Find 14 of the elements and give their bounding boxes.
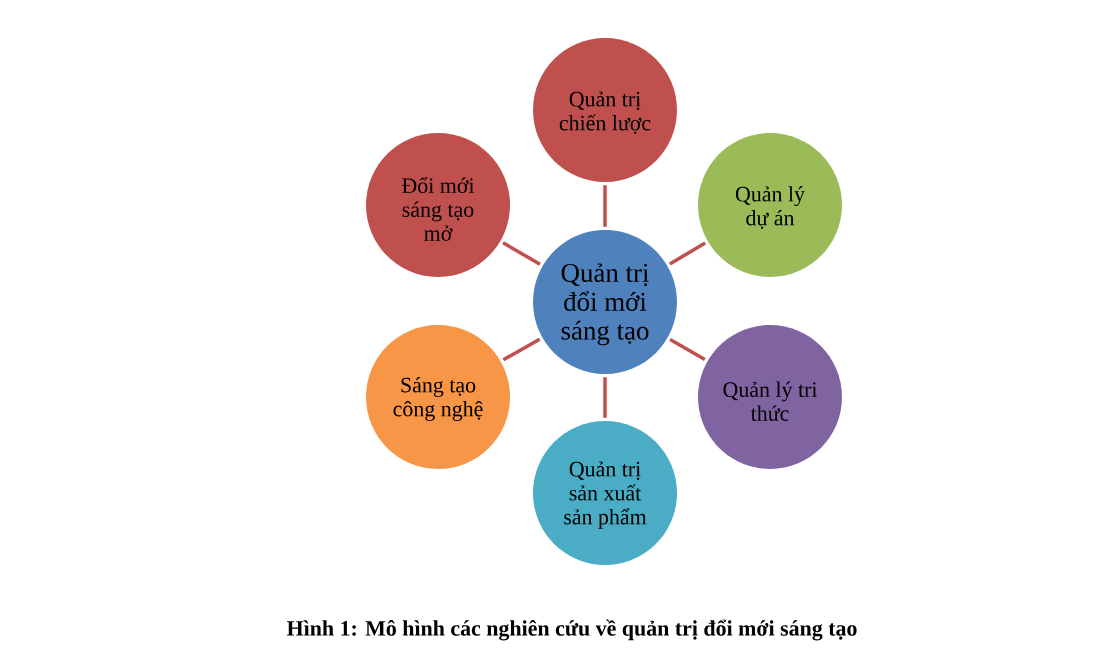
connector-line — [668, 241, 707, 266]
connector-line — [502, 337, 541, 362]
figure-caption: Hình 1: Mô hình các nghiên cứu về quản trị đổi mới sáng tạo — [286, 619, 857, 641]
connector-line — [669, 338, 706, 361]
connector-line — [502, 241, 541, 266]
circle-node: Quản trị đổi mới sáng tạo — [533, 230, 677, 374]
circle-node: Đổi mới sáng tạo mở — [366, 133, 510, 277]
connector-line — [603, 377, 607, 418]
circle-node: Quản trị chiến lược — [533, 38, 677, 182]
circle-node: Quản lý tri thức — [698, 325, 842, 469]
circle-node: Sáng tạo công nghệ — [366, 325, 510, 469]
circle-node: Quản lý dự án — [698, 133, 842, 277]
connector-line — [603, 185, 607, 227]
circle-node: Quản trị sản xuất sản phẩm — [533, 421, 677, 565]
